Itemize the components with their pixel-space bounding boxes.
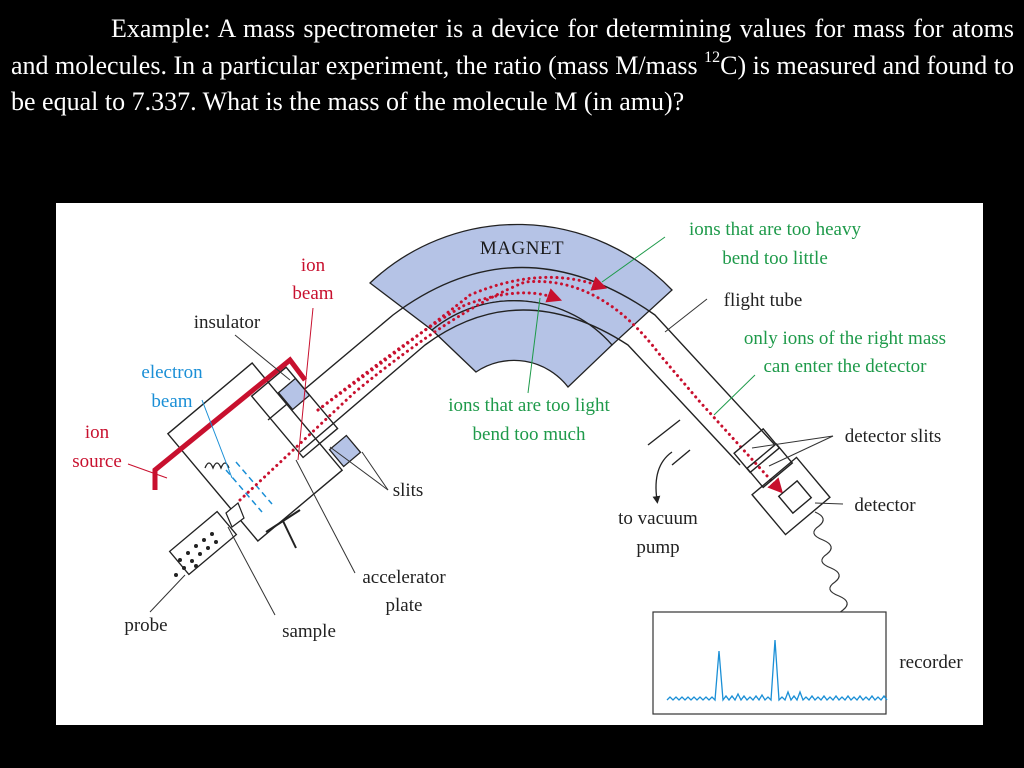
- leader-detector-slits-2: [768, 435, 834, 467]
- leader-slits-1: [329, 446, 389, 491]
- vacuum-outlet-left: [647, 419, 681, 446]
- ion-source-housing: [166, 362, 344, 542]
- detector-slit-2: [746, 442, 794, 489]
- detector-element: [777, 479, 813, 515]
- recorder-trace: [666, 639, 888, 702]
- magnet-lower: [431, 300, 613, 388]
- label-right-mass-1: only ions of the right mass: [744, 328, 946, 349]
- vacuum-arrow: [652, 451, 673, 504]
- label-too-light-1: ions that are too light: [448, 395, 610, 416]
- leader-accelerator: [295, 459, 356, 574]
- label-accelerator-1: accelerator: [362, 567, 446, 588]
- label-electron-beam-1: electron: [141, 362, 203, 383]
- leader-sample: [227, 526, 276, 616]
- vacuum-outlet-right: [671, 449, 691, 466]
- leader-electron-beam: [201, 399, 233, 479]
- label-accelerator-2: plate: [386, 595, 423, 616]
- flight-tube-outer: [267, 266, 776, 446]
- label-recorder: recorder: [899, 652, 963, 673]
- question-part2: C) is measured and found to be equal to …: [11, 50, 1015, 117]
- insulator-block-bottom: [328, 434, 362, 468]
- label-vacuum-1: to vacuum: [618, 508, 698, 529]
- detector-housing: [751, 456, 831, 536]
- leader-slits-2: [361, 451, 389, 491]
- leader-flight-tube: [664, 298, 708, 333]
- leader-too-light: [527, 297, 541, 394]
- leader-right-mass: [713, 374, 756, 416]
- label-ion-source-2: source: [72, 451, 122, 472]
- label-sample: sample: [282, 621, 336, 642]
- label-too-heavy-2: bend too little: [722, 248, 828, 269]
- mass-spectrometer-figure: MAGNET ion beam insulator electron beam …: [56, 203, 983, 725]
- ion-path-light: [316, 288, 563, 412]
- detector-slit-1: [733, 427, 781, 474]
- probe-tip: [225, 502, 245, 528]
- label-ion-beam-1: ion: [301, 255, 326, 276]
- label-probe: probe: [124, 615, 167, 636]
- isotope-superscript: 12: [704, 48, 721, 66]
- probe-sample-dots: [174, 532, 218, 577]
- label-detector: detector: [854, 495, 916, 516]
- label-flight-tube: flight tube: [724, 290, 803, 311]
- label-magnet: MAGNET: [480, 238, 564, 259]
- accelerator-plate-stem: [282, 520, 297, 549]
- label-detector-slits: detector slits: [845, 426, 942, 447]
- ion-path-correct: [238, 279, 784, 502]
- leader-probe: [149, 574, 186, 613]
- mass-spectrometer-diagram: MAGNET ion beam insulator electron beam …: [72, 219, 963, 715]
- filament-coil: [204, 462, 230, 470]
- label-ion-source-1: ion: [85, 422, 110, 443]
- leader-detector-slits-1: [751, 435, 834, 449]
- leader-ion-beam: [297, 307, 314, 461]
- flight-tube-inner: [299, 309, 741, 466]
- question-text: Example: A mass spectrometer is a device…: [11, 11, 1014, 121]
- label-ion-beam-2: beam: [292, 283, 333, 304]
- leader-detector: [814, 502, 844, 505]
- electron-beam-line-2: [235, 461, 273, 505]
- leader-insulator: [234, 334, 291, 381]
- leader-ion-source: [127, 463, 168, 479]
- label-too-heavy-1: ions that are too heavy: [689, 219, 862, 240]
- ion-source-bracket: [152, 356, 307, 490]
- label-vacuum-2: pump: [636, 537, 679, 558]
- accelerator-plate-box: [250, 366, 339, 459]
- leader-too-heavy: [601, 236, 666, 283]
- question-part1: Example: A mass spectrometer is a device…: [11, 14, 1014, 80]
- label-electron-beam-2: beam: [151, 391, 192, 412]
- label-insulator: insulator: [194, 312, 261, 333]
- label-too-light-2: bend too much: [473, 424, 586, 445]
- probe-body: [168, 510, 238, 576]
- insulator-block-top: [277, 377, 311, 411]
- label-right-mass-2: can enter the detector: [764, 356, 928, 377]
- label-slits: slits: [393, 480, 424, 501]
